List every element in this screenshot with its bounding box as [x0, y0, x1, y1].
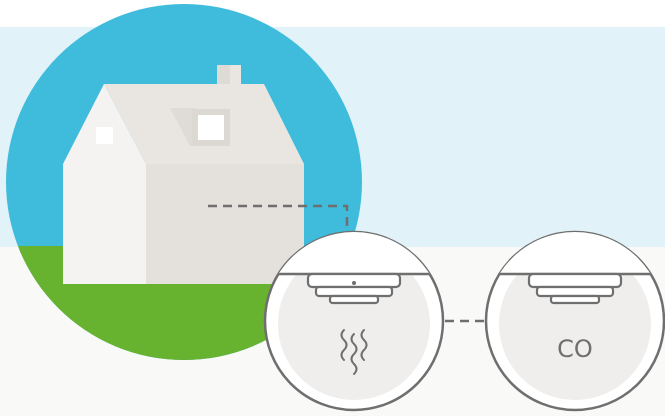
house-side — [146, 164, 304, 284]
co-label: CO — [557, 335, 593, 363]
house — [63, 65, 304, 284]
dormer-window — [198, 115, 224, 140]
gable-window — [96, 127, 113, 144]
co-detector-callout: CO — [480, 222, 665, 410]
